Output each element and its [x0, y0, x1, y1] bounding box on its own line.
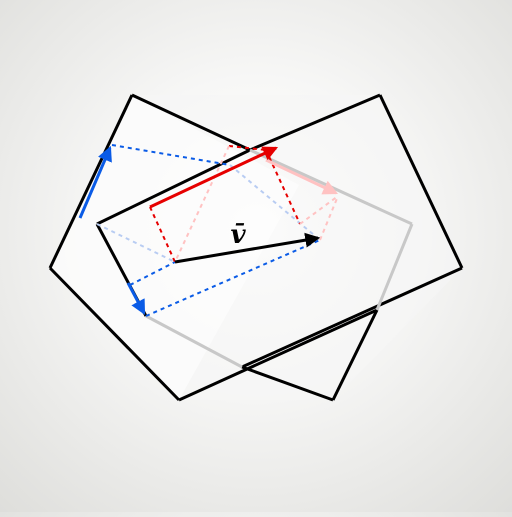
vector-v-arrow	[174, 232, 321, 264]
red-dashed-left2	[174, 145, 230, 263]
frame-b-edge-lower	[241, 365, 334, 402]
frame-a-edge-left	[48, 94, 134, 269]
dashed-construction	[96, 144, 339, 317]
frame-b-edge-lower-right	[331, 309, 379, 401]
frame-c-edge-bottom	[145, 314, 243, 369]
red-dashed-left	[149, 206, 176, 263]
frame-c-edge-right	[375, 223, 414, 311]
blue-dashed-mid	[129, 261, 176, 286]
frame-b-edge-right	[378, 94, 464, 269]
red-dashed-top	[228, 145, 267, 151]
frame-b-edge-bottom	[241, 266, 463, 369]
blue-projection-arrow-down	[126, 282, 146, 315]
blue-dashed-top-faded	[229, 164, 321, 241]
frame-b-edge-top	[249, 93, 381, 152]
frame-c-edge-top	[96, 148, 251, 226]
blue-projection-arrow-up	[78, 145, 112, 219]
red-projection-arrow	[149, 146, 279, 209]
red-dashed-right	[265, 149, 301, 225]
frame-a-edge-bottom	[178, 308, 378, 402]
faded-projection-arrow	[265, 158, 339, 195]
blue-dashed-top	[111, 144, 231, 166]
vector-v-label: v̄	[230, 220, 246, 250]
frame-a-edge-bottom-left	[48, 266, 181, 402]
frame-a-edge-top	[131, 93, 251, 152]
blue-dashed-left-faded	[96, 223, 176, 263]
